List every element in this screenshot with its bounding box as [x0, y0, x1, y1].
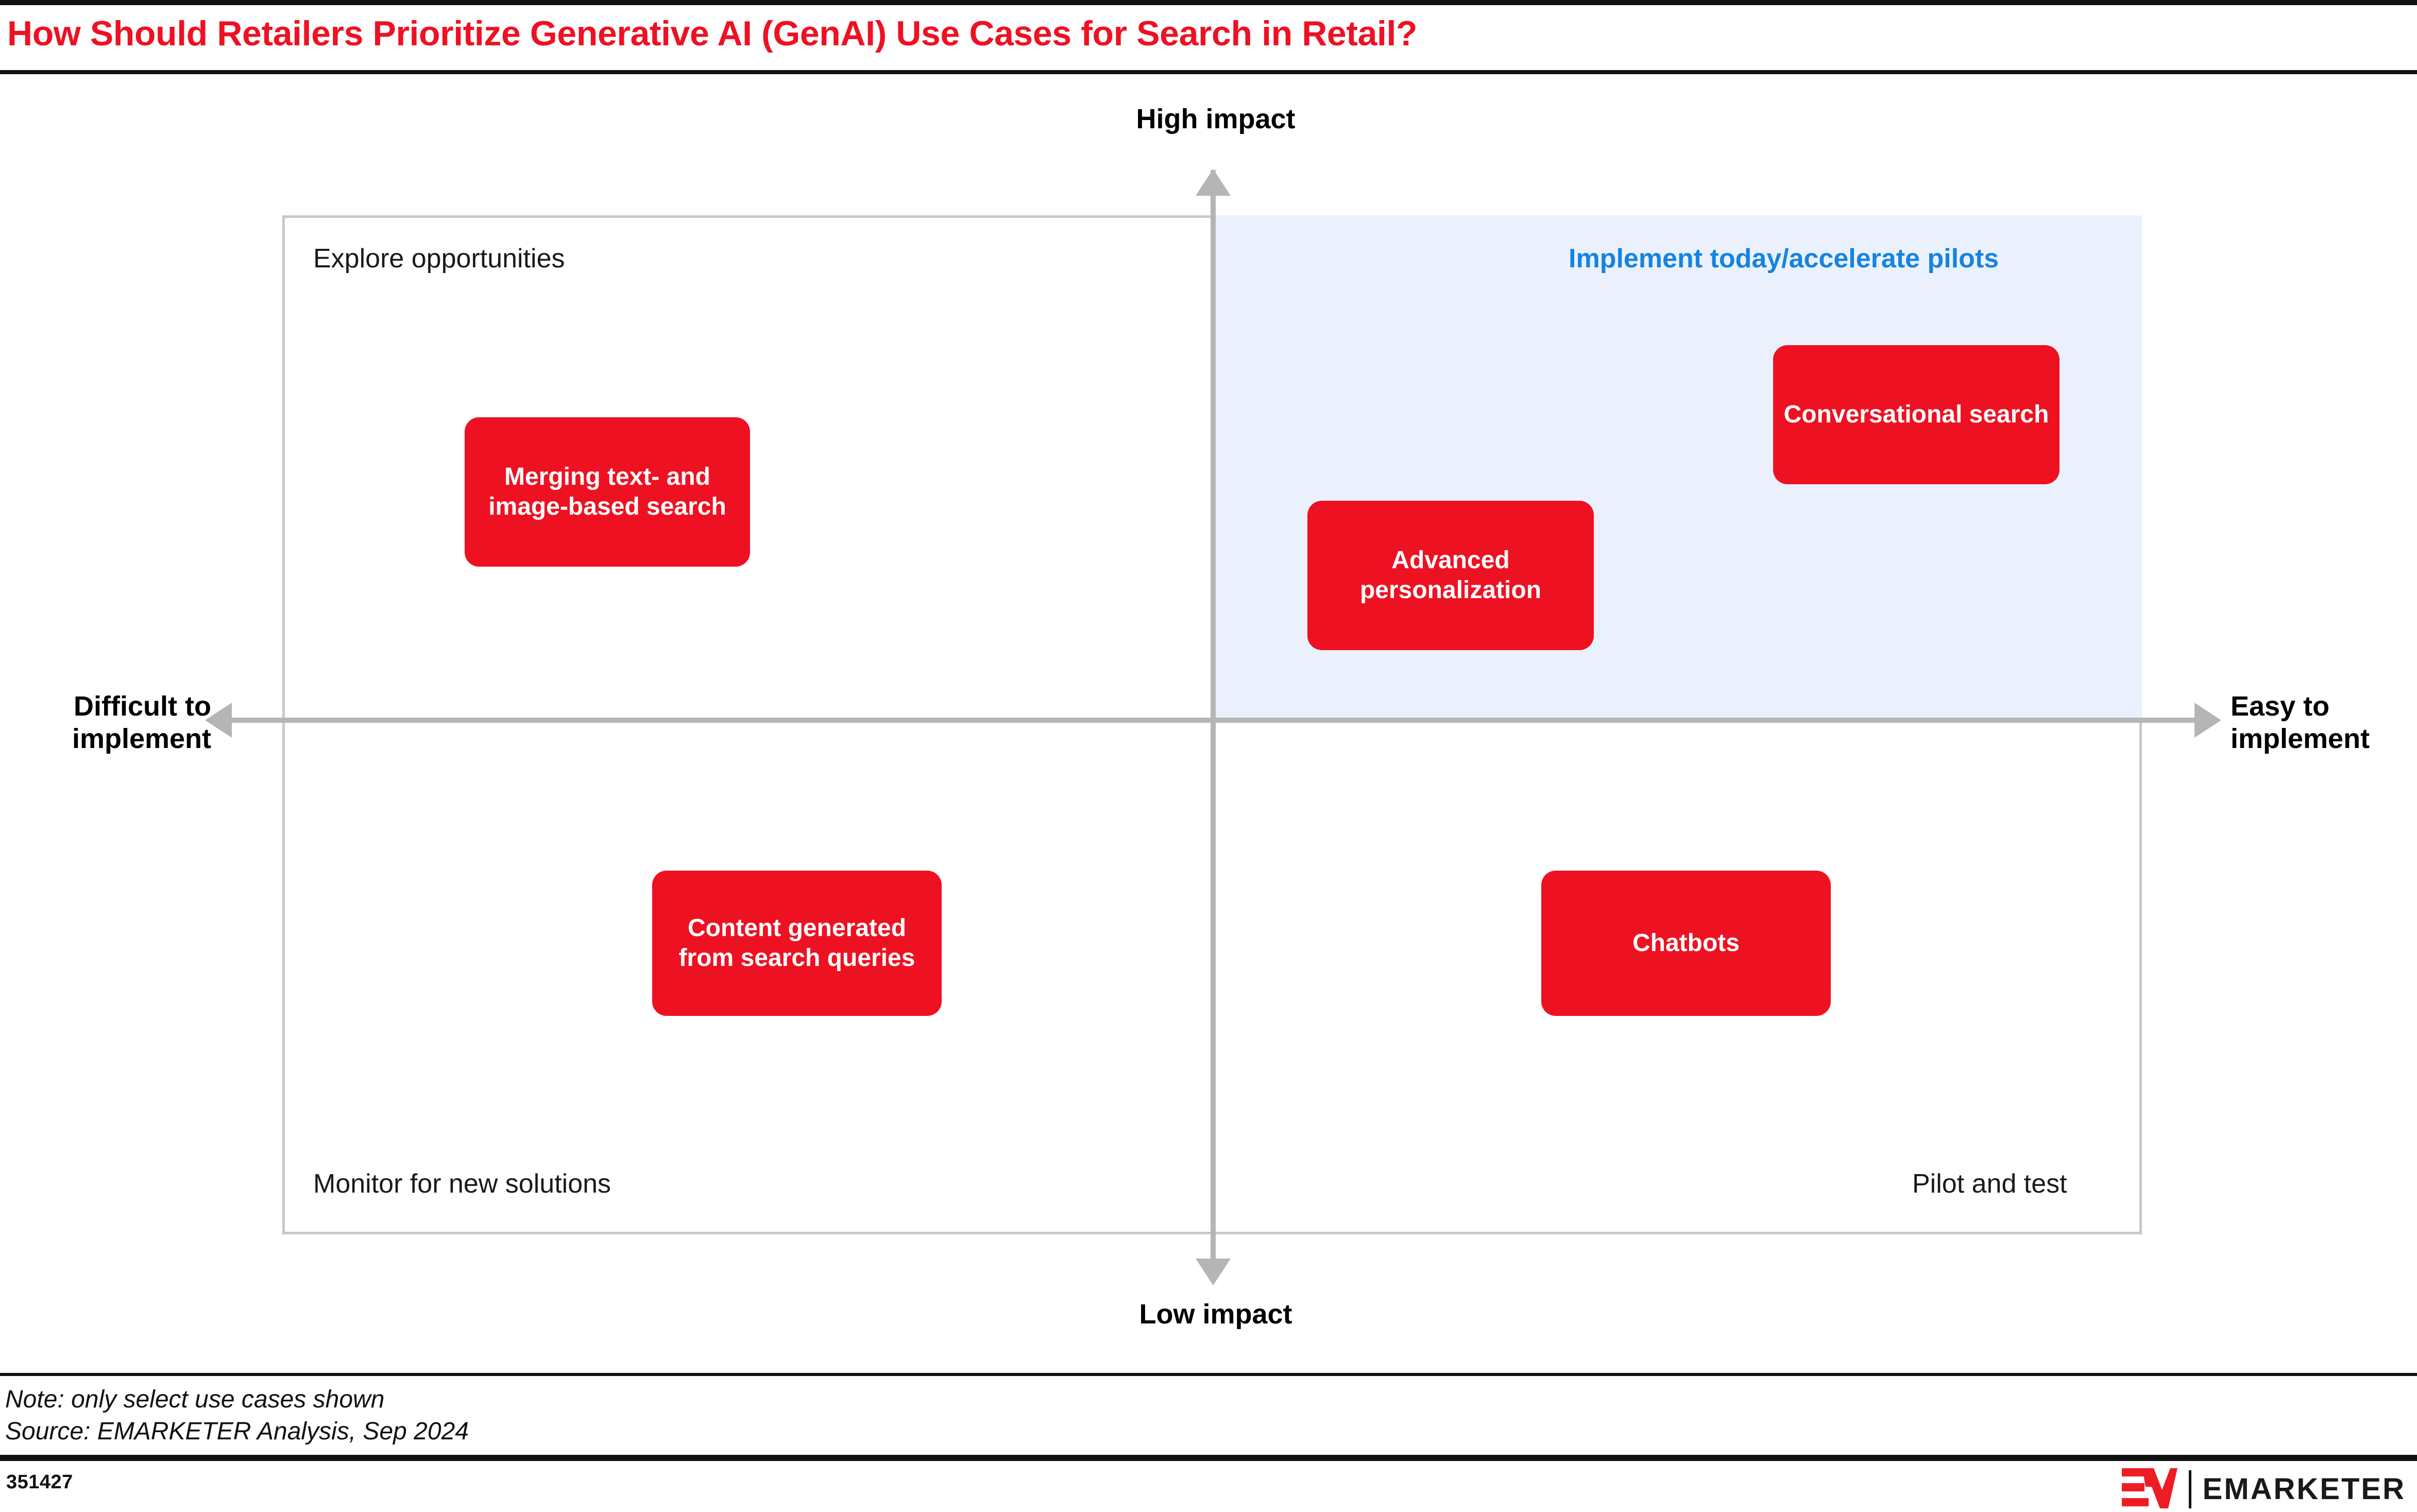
note-line: Note: only select use cases shown — [5, 1386, 385, 1413]
axis-label-high-impact: High impact — [1136, 104, 1296, 134]
use-case-box[interactable]: Chatbots — [1541, 871, 1831, 1016]
emarketer-logo: EMARKETER — [2121, 1466, 2406, 1512]
quadrant-label-explore-opportunities: Explore opportunities — [313, 244, 565, 274]
arrow-right-icon — [2194, 703, 2221, 738]
page-title: How Should Retailers Prioritize Generati… — [7, 14, 1418, 53]
arrow-left-icon — [205, 703, 232, 738]
use-case-box[interactable]: Conversational search — [1773, 345, 2059, 484]
use-case-label: Conversational search — [1783, 401, 2049, 429]
arrow-up-icon — [1196, 169, 1231, 196]
arrow-down-icon — [1196, 1259, 1231, 1285]
emarketer-wordmark: EMARKETER — [2202, 1472, 2406, 1506]
quadrant-label-implement-today: Implement today/accelerate pilots — [1569, 244, 1999, 274]
vertical-axis-line — [1211, 170, 1216, 1260]
axis-label-low-impact: Low impact — [1139, 1299, 1292, 1330]
chart-id: 351427 — [6, 1471, 73, 1493]
title-divider — [0, 70, 2417, 74]
horizontal-axis-line — [232, 718, 2194, 723]
quadrant-label-monitor-for-new-solutions: Monitor for new solutions — [313, 1169, 611, 1199]
use-case-label: Chatbots — [1632, 929, 1740, 957]
use-case-label: Merging text- and image-based search — [488, 463, 726, 520]
source-line: Source: EMARKETER Analysis, Sep 2024 — [5, 1418, 469, 1446]
logo-divider — [2188, 1470, 2191, 1508]
use-case-label: Content generated from search queries — [678, 914, 915, 972]
use-case-label: Advanced personalization — [1359, 547, 1542, 604]
quadrant-label-pilot-and-test: Pilot and test — [1912, 1169, 2067, 1199]
axis-label-easy-to-implement: Easy to implement — [2231, 691, 2370, 754]
use-case-box[interactable]: Content generated from search queries — [652, 871, 942, 1016]
em-monogram-icon — [2121, 1466, 2177, 1512]
use-case-box[interactable]: Merging text- and image-based search — [465, 417, 750, 567]
top-rule — [0, 0, 2417, 5]
footnotes: Note: only select use cases shown Source… — [5, 1384, 469, 1448]
use-case-box[interactable]: Advanced personalization — [1307, 501, 1594, 650]
note-divider — [0, 1373, 2417, 1376]
axis-label-difficult-to-implement: Difficult to implement — [72, 691, 211, 754]
footer-divider — [0, 1455, 2417, 1461]
